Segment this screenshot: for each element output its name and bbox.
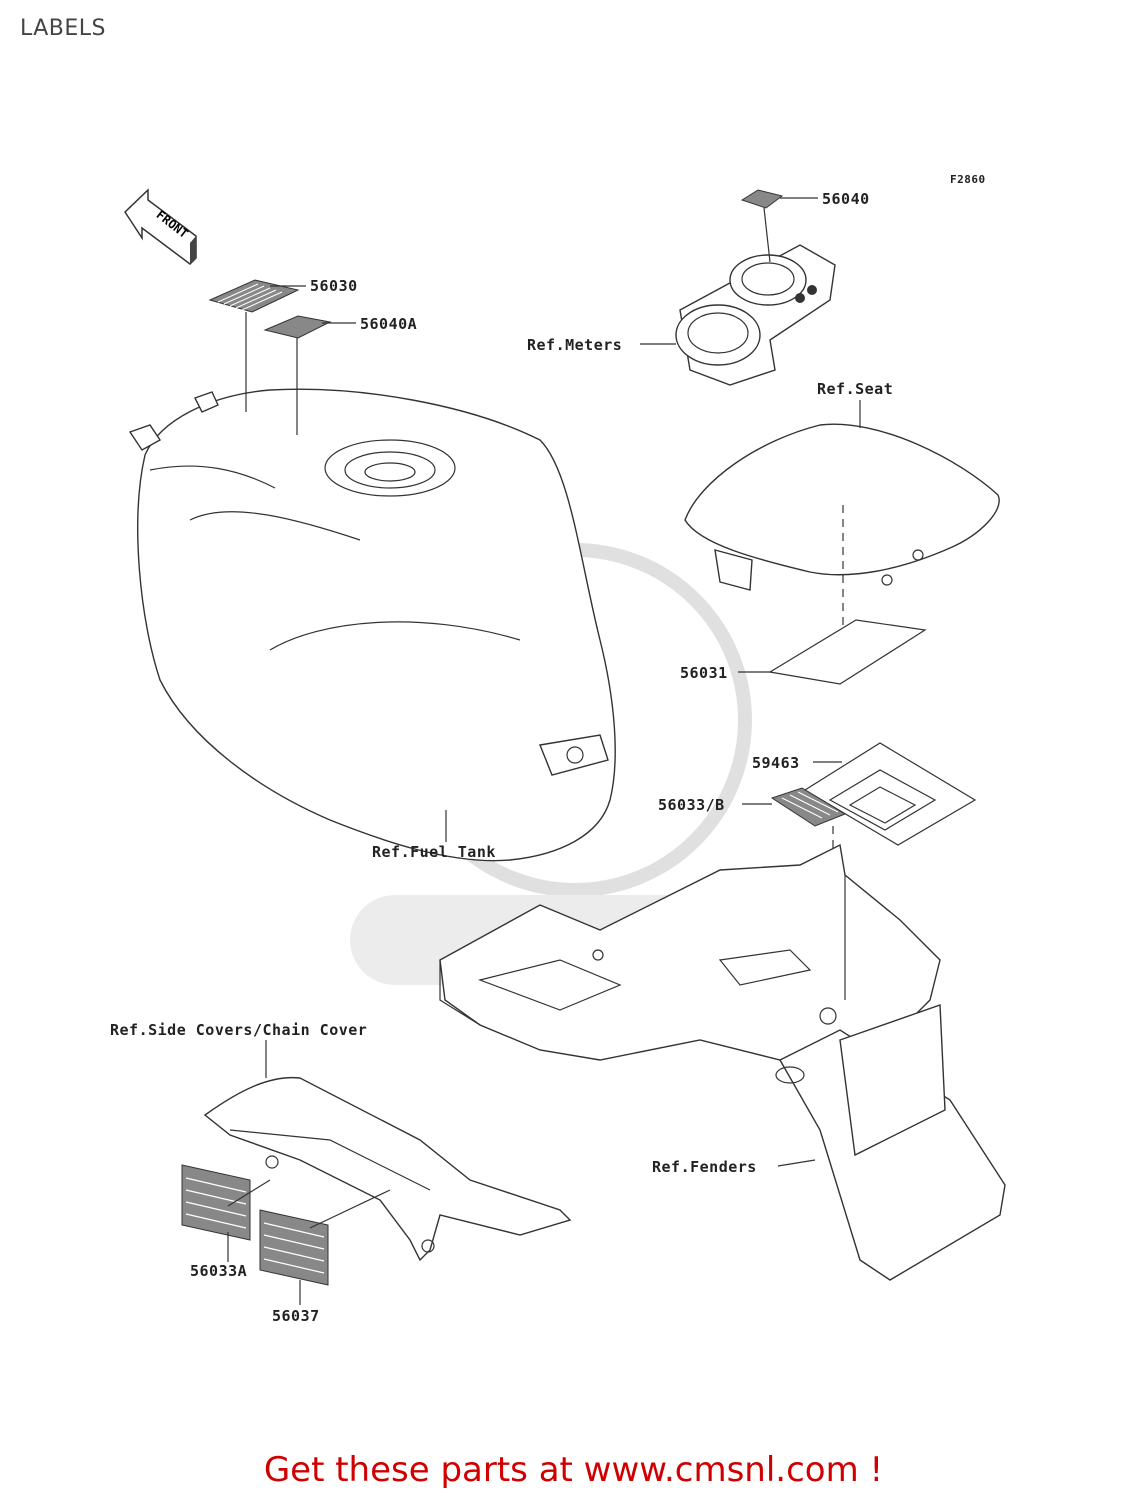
decal-56040 [740,189,784,209]
meter-cluster [675,244,836,386]
decal-56030 [208,279,300,313]
chain-cover [203,1076,572,1262]
decal-56033A [181,1164,251,1241]
footer-link[interactable]: Get these parts at www.cmsnl.com ! [263,1450,884,1490]
fender-assembly [439,843,1006,1281]
fuel-tank-outline [128,388,616,862]
decal-56031 [768,619,927,685]
label-56033b: 56033/B [658,796,725,814]
figure-code: F2860 [950,173,986,186]
label-59463: 59463 [752,754,800,772]
seat-outline [684,423,1000,591]
decal-59463 [803,742,977,846]
label-56037: 56037 [272,1307,320,1325]
label-ref-fenders: Ref.Fenders [652,1158,757,1176]
label-56033A: 56033A [190,1262,247,1280]
label-56040A: 56040A [360,315,417,333]
decal-56040A [263,315,332,339]
label-ref-seat: Ref.Seat [817,380,893,398]
parts-diagram: F2860 FRONT 56030 56040A Ref.Fuel Tank [110,173,1006,1325]
label-56031: 56031 [680,664,728,682]
label-ref-fuel-tank: Ref.Fuel Tank [372,843,496,861]
front-arrow-icon: FRONT [124,188,197,265]
page-title: LABELS [20,16,107,41]
label-ref-meters: Ref.Meters [527,336,622,354]
label-56030: 56030 [310,277,358,295]
decal-56037 [259,1209,329,1286]
decal-56033b [770,787,847,827]
label-56040: 56040 [822,190,870,208]
label-ref-side-covers: Ref.Side Covers/Chain Cover [110,1021,367,1039]
